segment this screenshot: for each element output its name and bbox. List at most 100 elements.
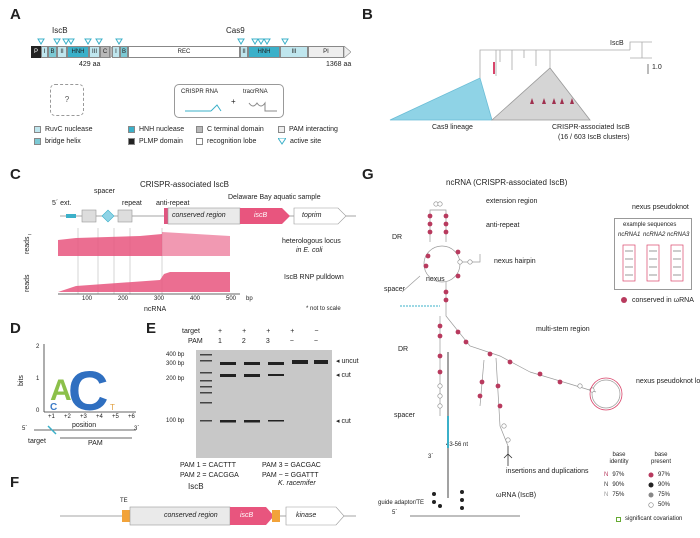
pam-mark-2: 2: [241, 338, 246, 345]
cut-text-1: cut: [341, 372, 351, 379]
ladder-bands: [200, 354, 212, 422]
legend-label: C terminal domain: [207, 126, 264, 133]
conserved-nucleotides: [423, 213, 563, 409]
cas9-domain-pi: PI: [308, 46, 344, 58]
f-iscb-label: iscB: [240, 512, 254, 519]
reads-label-2: reads: [24, 274, 31, 292]
track2-label: IscB RNP pulldown: [284, 274, 344, 281]
sample-label: Delaware Bay aquatic sample: [228, 194, 321, 201]
toprim-gene-label: toprim: [302, 212, 322, 219]
legend-active: active site: [278, 138, 321, 145]
pam-logo: A C C T: [34, 344, 136, 439]
crispr-tracr-box: CRISPR RNA + tracrRNA: [174, 84, 284, 118]
legend-swatch: [34, 126, 41, 133]
spacer-diamond-icon: [101, 209, 115, 223]
panel-label-g: G: [362, 166, 374, 183]
legend-swatch: [196, 138, 203, 145]
panel-label-a: A: [10, 6, 21, 23]
xlabel-ncrna: ncRNA: [144, 306, 167, 313]
present-90: 90%: [648, 482, 670, 488]
ladder-100: 100 bp: [166, 418, 185, 424]
track1-label: heterologous locus: [282, 238, 341, 245]
present-97-label: 97%: [658, 472, 671, 478]
cas9-lineage-triangle: [389, 77, 493, 121]
logo-ytick-1: 1: [36, 376, 40, 382]
ext-block: [66, 214, 76, 218]
legend-rec: recognition lobe: [196, 138, 256, 145]
target-mark-5: −: [314, 328, 319, 335]
legend-swatch: [34, 138, 41, 145]
target-marks-row: + + + + −: [218, 328, 318, 336]
rna-squiggle-icons: [185, 101, 277, 112]
logo-letter-c: C: [68, 359, 108, 422]
other-nucleotides: [433, 201, 595, 443]
present-50-label: 50%: [658, 502, 671, 508]
cas9-domain-hnh: HNH: [248, 46, 280, 58]
panel-g-title: ncRNA (CRISPR-associated IscB): [446, 178, 568, 187]
conserved-region-label: conserved region: [172, 212, 226, 219]
present-75: 75%: [648, 492, 670, 498]
backbone-lines: [401, 209, 621, 447]
identity-75-label: 75%: [612, 492, 625, 498]
legend-label: recognition lobe: [207, 138, 257, 145]
pk-box-title: nexus pseudoknot: [632, 204, 689, 211]
conserved-dot-icon: [621, 297, 627, 303]
covariation-icon: [616, 516, 621, 522]
ext-label: 5´ ext.: [52, 200, 72, 207]
cas9-title: Cas9: [226, 26, 245, 35]
cas9-arrow-icon: [344, 46, 351, 58]
g-three-label: 3´: [428, 454, 434, 460]
length-label: 43-56 nt: [446, 442, 469, 448]
target-mark-3: +: [266, 328, 271, 335]
kinase-arrow: [285, 506, 345, 526]
te-label: TE: [120, 498, 128, 504]
unknown-label: ?: [64, 95, 70, 104]
pos-4: +4: [96, 414, 103, 420]
repeat-block-2: [117, 209, 133, 223]
panel-label-e: E: [146, 320, 157, 337]
iscb-domain-ct: C: [100, 46, 110, 58]
iscb-clade-triangle: [490, 67, 591, 121]
base-present-title: base present: [650, 452, 671, 465]
locus-map: [60, 207, 356, 225]
track1b-label: in E. coli: [296, 247, 323, 254]
tracrrna-label: tracrRNA: [243, 89, 268, 95]
pos-2: +2: [64, 414, 71, 420]
ex-name-3: ncRNA3: [667, 232, 690, 238]
iscb-domain-ruvc1: I: [41, 46, 48, 58]
pam3-def: PAM 3 = GACGAC: [262, 462, 321, 469]
iscb-clusters-label: (16 / 603 IscB clusters): [558, 134, 630, 141]
pk-pairs-sketch: [622, 244, 684, 282]
identity-glyph: N: [604, 482, 609, 488]
cas9-lineage-label: Cas9 lineage: [432, 124, 473, 131]
repeat-label: repeat: [122, 200, 142, 207]
tree-branches: [479, 41, 652, 78]
xtick-400: 400: [190, 296, 201, 302]
logo-ylabel: bits: [18, 375, 25, 386]
cas9-length: 1368 aa: [326, 61, 352, 68]
te-right-mark: [272, 510, 280, 522]
pamneg-def: PAM − = GGATTT: [262, 472, 319, 479]
pos-1: +1: [48, 414, 55, 420]
legend-plmp: PLMP domain: [128, 138, 183, 145]
pos-5: +5: [112, 414, 119, 420]
logo-letter-a: A: [50, 374, 72, 407]
g-spacer-label: spacer: [384, 286, 406, 293]
present-dot-icon: [648, 472, 654, 478]
iscb-domain-bh: B: [48, 46, 57, 58]
row-pam-label: PAM: [188, 338, 203, 345]
anti-repeat-mark: [164, 208, 168, 224]
uncut-text: uncut: [341, 358, 359, 365]
logo-three: 3´: [134, 426, 140, 432]
guide-adaptor-label: guide adaptor/TE: [378, 500, 425, 506]
logo-xlabel: position: [72, 422, 97, 429]
legend-label: HNH nuclease: [139, 126, 185, 133]
target-mark-2: +: [242, 328, 247, 335]
cas9-domain-ruvc2: II: [240, 46, 248, 58]
omega-rna-sketch: [432, 490, 464, 510]
logo-ytick-2: 2: [36, 344, 40, 350]
legend-label: active site: [290, 138, 322, 145]
legend-label: PAM interacting: [289, 126, 338, 133]
pam-mark-4: −: [289, 338, 294, 345]
